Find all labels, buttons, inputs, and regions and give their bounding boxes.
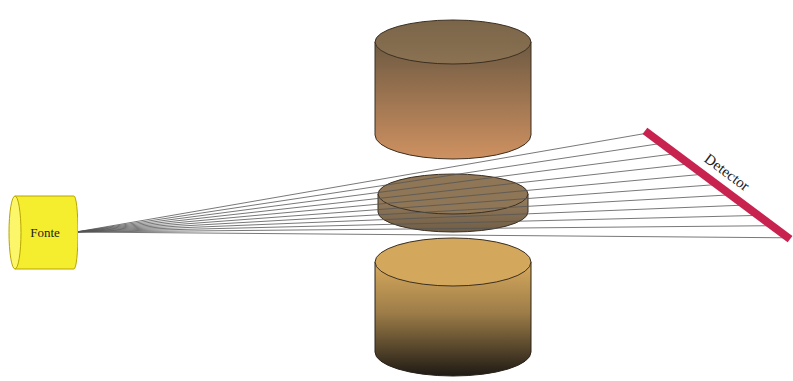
source-box: Fonte	[8, 195, 78, 270]
source-body	[15, 196, 78, 269]
lower-cylinder	[375, 238, 531, 376]
ray	[76, 185, 717, 233]
detector-bar: Detector	[642, 111, 793, 242]
source-face	[9, 196, 21, 269]
lower-cylinder-face	[375, 238, 531, 286]
ray	[76, 195, 731, 232]
detector-label: Detector	[647, 111, 793, 235]
detector-strip	[642, 127, 792, 242]
ray	[76, 174, 703, 232]
upper-cylinder-face	[375, 20, 531, 64]
ray	[76, 164, 689, 232]
ray	[76, 215, 758, 232]
ray	[76, 133, 648, 232]
ray-connector	[76, 232, 787, 238]
ray	[76, 226, 772, 232]
ray	[76, 143, 662, 232]
upper-cylinder	[375, 20, 531, 159]
source-label: Fonte	[30, 225, 60, 241]
